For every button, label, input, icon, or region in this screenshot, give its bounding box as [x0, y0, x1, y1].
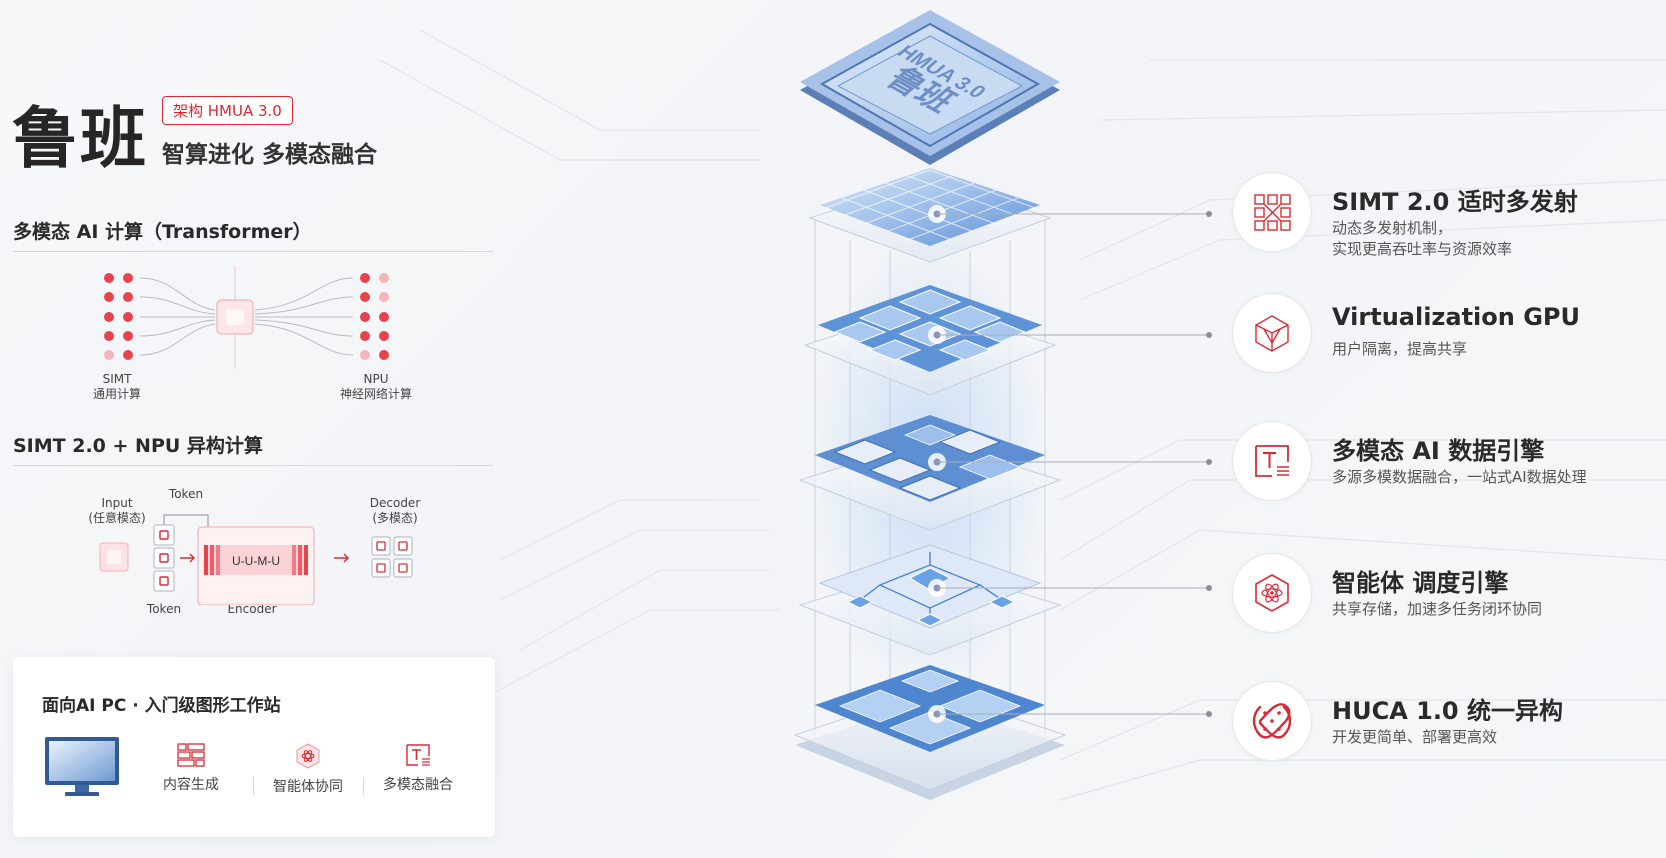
section-divider	[13, 465, 493, 466]
card-separator	[363, 777, 364, 795]
decoder-label: Decoder (多模态)	[360, 496, 430, 526]
feature-desc-line1: 多源多模数据融合，一站式AI数据处理	[1332, 468, 1587, 486]
content-grid-icon	[177, 743, 205, 767]
layer-huca	[793, 665, 1067, 800]
section-title-multimodal: 多模态 AI 计算（Transformer）	[13, 221, 312, 243]
atom-hexagon-icon	[1255, 574, 1289, 612]
encoder-label: Encoder	[227, 602, 277, 616]
heterogeneous-diagram: U-U-M-U	[99, 514, 413, 605]
encoder-inner-text: U-U-M-U	[232, 554, 280, 568]
card-feature-content: 内容生成	[163, 742, 219, 794]
decoder-label-line1: Decoder	[369, 496, 421, 510]
feature-icon-circle	[1232, 421, 1312, 501]
monitor-icon	[45, 737, 119, 796]
chip-top: HMUA 3.0 鲁班	[800, 10, 1060, 165]
feature-icon-circle	[1232, 172, 1312, 252]
text-doc-icon	[1255, 445, 1289, 477]
cube-icon	[1255, 315, 1289, 352]
brand-side: 架构 HMUA 3.0 智算进化 多模态融合	[162, 96, 377, 169]
token-top-label: Token	[168, 487, 204, 501]
layer-virtualization	[803, 285, 1057, 396]
feature-icon-circle	[1232, 553, 1312, 633]
brand-name: 鲁班	[12, 100, 148, 177]
ai-pc-card: 面向AI PC · 入门级图形工作站 内容生成	[13, 657, 495, 837]
card-feature-agent: 智能体协同	[273, 742, 343, 796]
feature-icon-circle	[1232, 681, 1312, 761]
card-title: 面向AI PC · 入门级图形工作站	[42, 696, 281, 716]
npu-label-line2: 神经网络计算	[339, 387, 412, 401]
feature-desc: 用户隔离，提高共享	[1332, 339, 1467, 360]
input-label: Input (任意模态)	[82, 496, 152, 526]
brand-header: 鲁班 架构 HMUA 3.0 智算进化 多模态融合	[12, 96, 377, 175]
feature-title: Virtualization GPU	[1332, 303, 1580, 331]
feature-desc-line1: 动态多发射机制，	[1332, 219, 1453, 237]
feature-title: HUCA 1.0 统一异构	[1332, 697, 1563, 725]
feature-title: 多模态 AI 数据引擎	[1332, 437, 1545, 465]
npu-label: NPU 神经网络计算	[336, 372, 416, 402]
npu-dots	[360, 273, 389, 360]
agent-hexagon-icon	[296, 743, 320, 769]
feature-connectors	[937, 211, 1212, 717]
arch-badge: 架构 HMUA 3.0	[162, 96, 293, 125]
npu-label-line1: NPU	[363, 372, 389, 386]
feature-title: 智能体 调度引擎	[1332, 569, 1509, 597]
simt-label: SIMT 通用计算	[92, 372, 142, 402]
text-doc-icon	[406, 744, 430, 766]
feature-desc: 开发更简单、部署更高效	[1332, 727, 1497, 748]
feature-desc: 动态多发射机制， 实现更高吞吐率与资源效率	[1332, 218, 1512, 260]
card-feature-label: 多模态融合	[383, 777, 453, 793]
simt-dots	[104, 273, 133, 360]
multi-issue-grid-icon	[1254, 194, 1291, 231]
feature-desc-line1: 开发更简单、部署更高效	[1332, 728, 1498, 746]
card-feature-label: 内容生成	[163, 777, 219, 793]
feature-desc: 共享存储，加速多任务闭环协同	[1332, 599, 1542, 620]
section-title-heterogeneous: SIMT 2.0 + NPU 异构计算	[13, 435, 263, 457]
section-divider	[13, 251, 493, 252]
feature-icon-circle	[1232, 293, 1312, 373]
transformer-diagram	[104, 266, 389, 369]
simt-label-line1: SIMT	[102, 372, 132, 386]
feature-title: SIMT 2.0 适时多发射	[1332, 188, 1578, 216]
feature-desc: 多源多模数据融合，一站式AI数据处理	[1332, 467, 1587, 488]
layer-simt	[808, 168, 1052, 263]
card-feature-multimodal: 多模态融合	[383, 742, 453, 794]
chip-stack-illustration: HMUA 3.0 鲁班	[793, 10, 1067, 800]
card-separator	[253, 777, 254, 795]
cross-link-icon	[1252, 703, 1292, 739]
feature-desc-line2: 实现更高吞吐率与资源效率	[1332, 240, 1513, 258]
input-label-line1: Input	[101, 496, 133, 510]
token-bottom-label: Token	[146, 602, 182, 616]
card-feature-label: 智能体协同	[273, 779, 343, 795]
simt-label-line2: 通用计算	[92, 387, 141, 401]
feature-desc-line1: 共享存储，加速多任务闭环协同	[1332, 600, 1543, 618]
input-label-line2: (任意模态)	[88, 511, 146, 525]
feature-desc-line1: 用户隔离，提高共享	[1332, 340, 1468, 358]
brand-tagline: 智算进化 多模态融合	[162, 142, 378, 168]
decoder-label-line2: (多模态)	[372, 511, 418, 525]
